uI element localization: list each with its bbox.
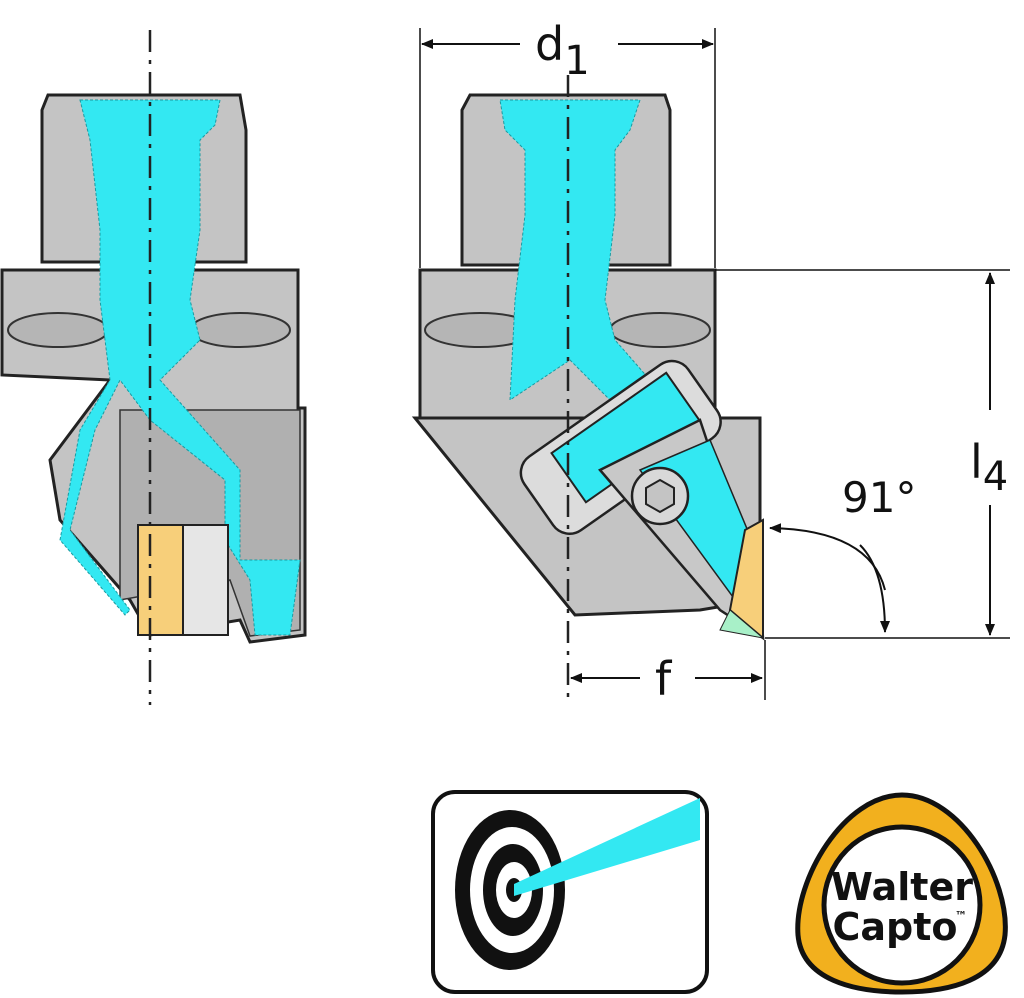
dimension-lines — [419, 28, 1010, 700]
logo-line2: Capto — [832, 905, 957, 949]
dimension-d1-label: d1 — [535, 17, 590, 84]
angle-label: 91° — [842, 473, 916, 522]
walter-capto-logo: Walter Capto ™ — [795, 792, 1008, 995]
dimension-l4-label: l4 — [970, 435, 1008, 500]
logo-line1: Walter — [831, 865, 973, 909]
side-view — [0, 30, 307, 705]
front-view — [411, 75, 765, 705]
internal-coolant-target-icon — [431, 790, 709, 994]
dimension-f-label: f — [655, 652, 673, 706]
logo-tm: ™ — [955, 909, 967, 923]
